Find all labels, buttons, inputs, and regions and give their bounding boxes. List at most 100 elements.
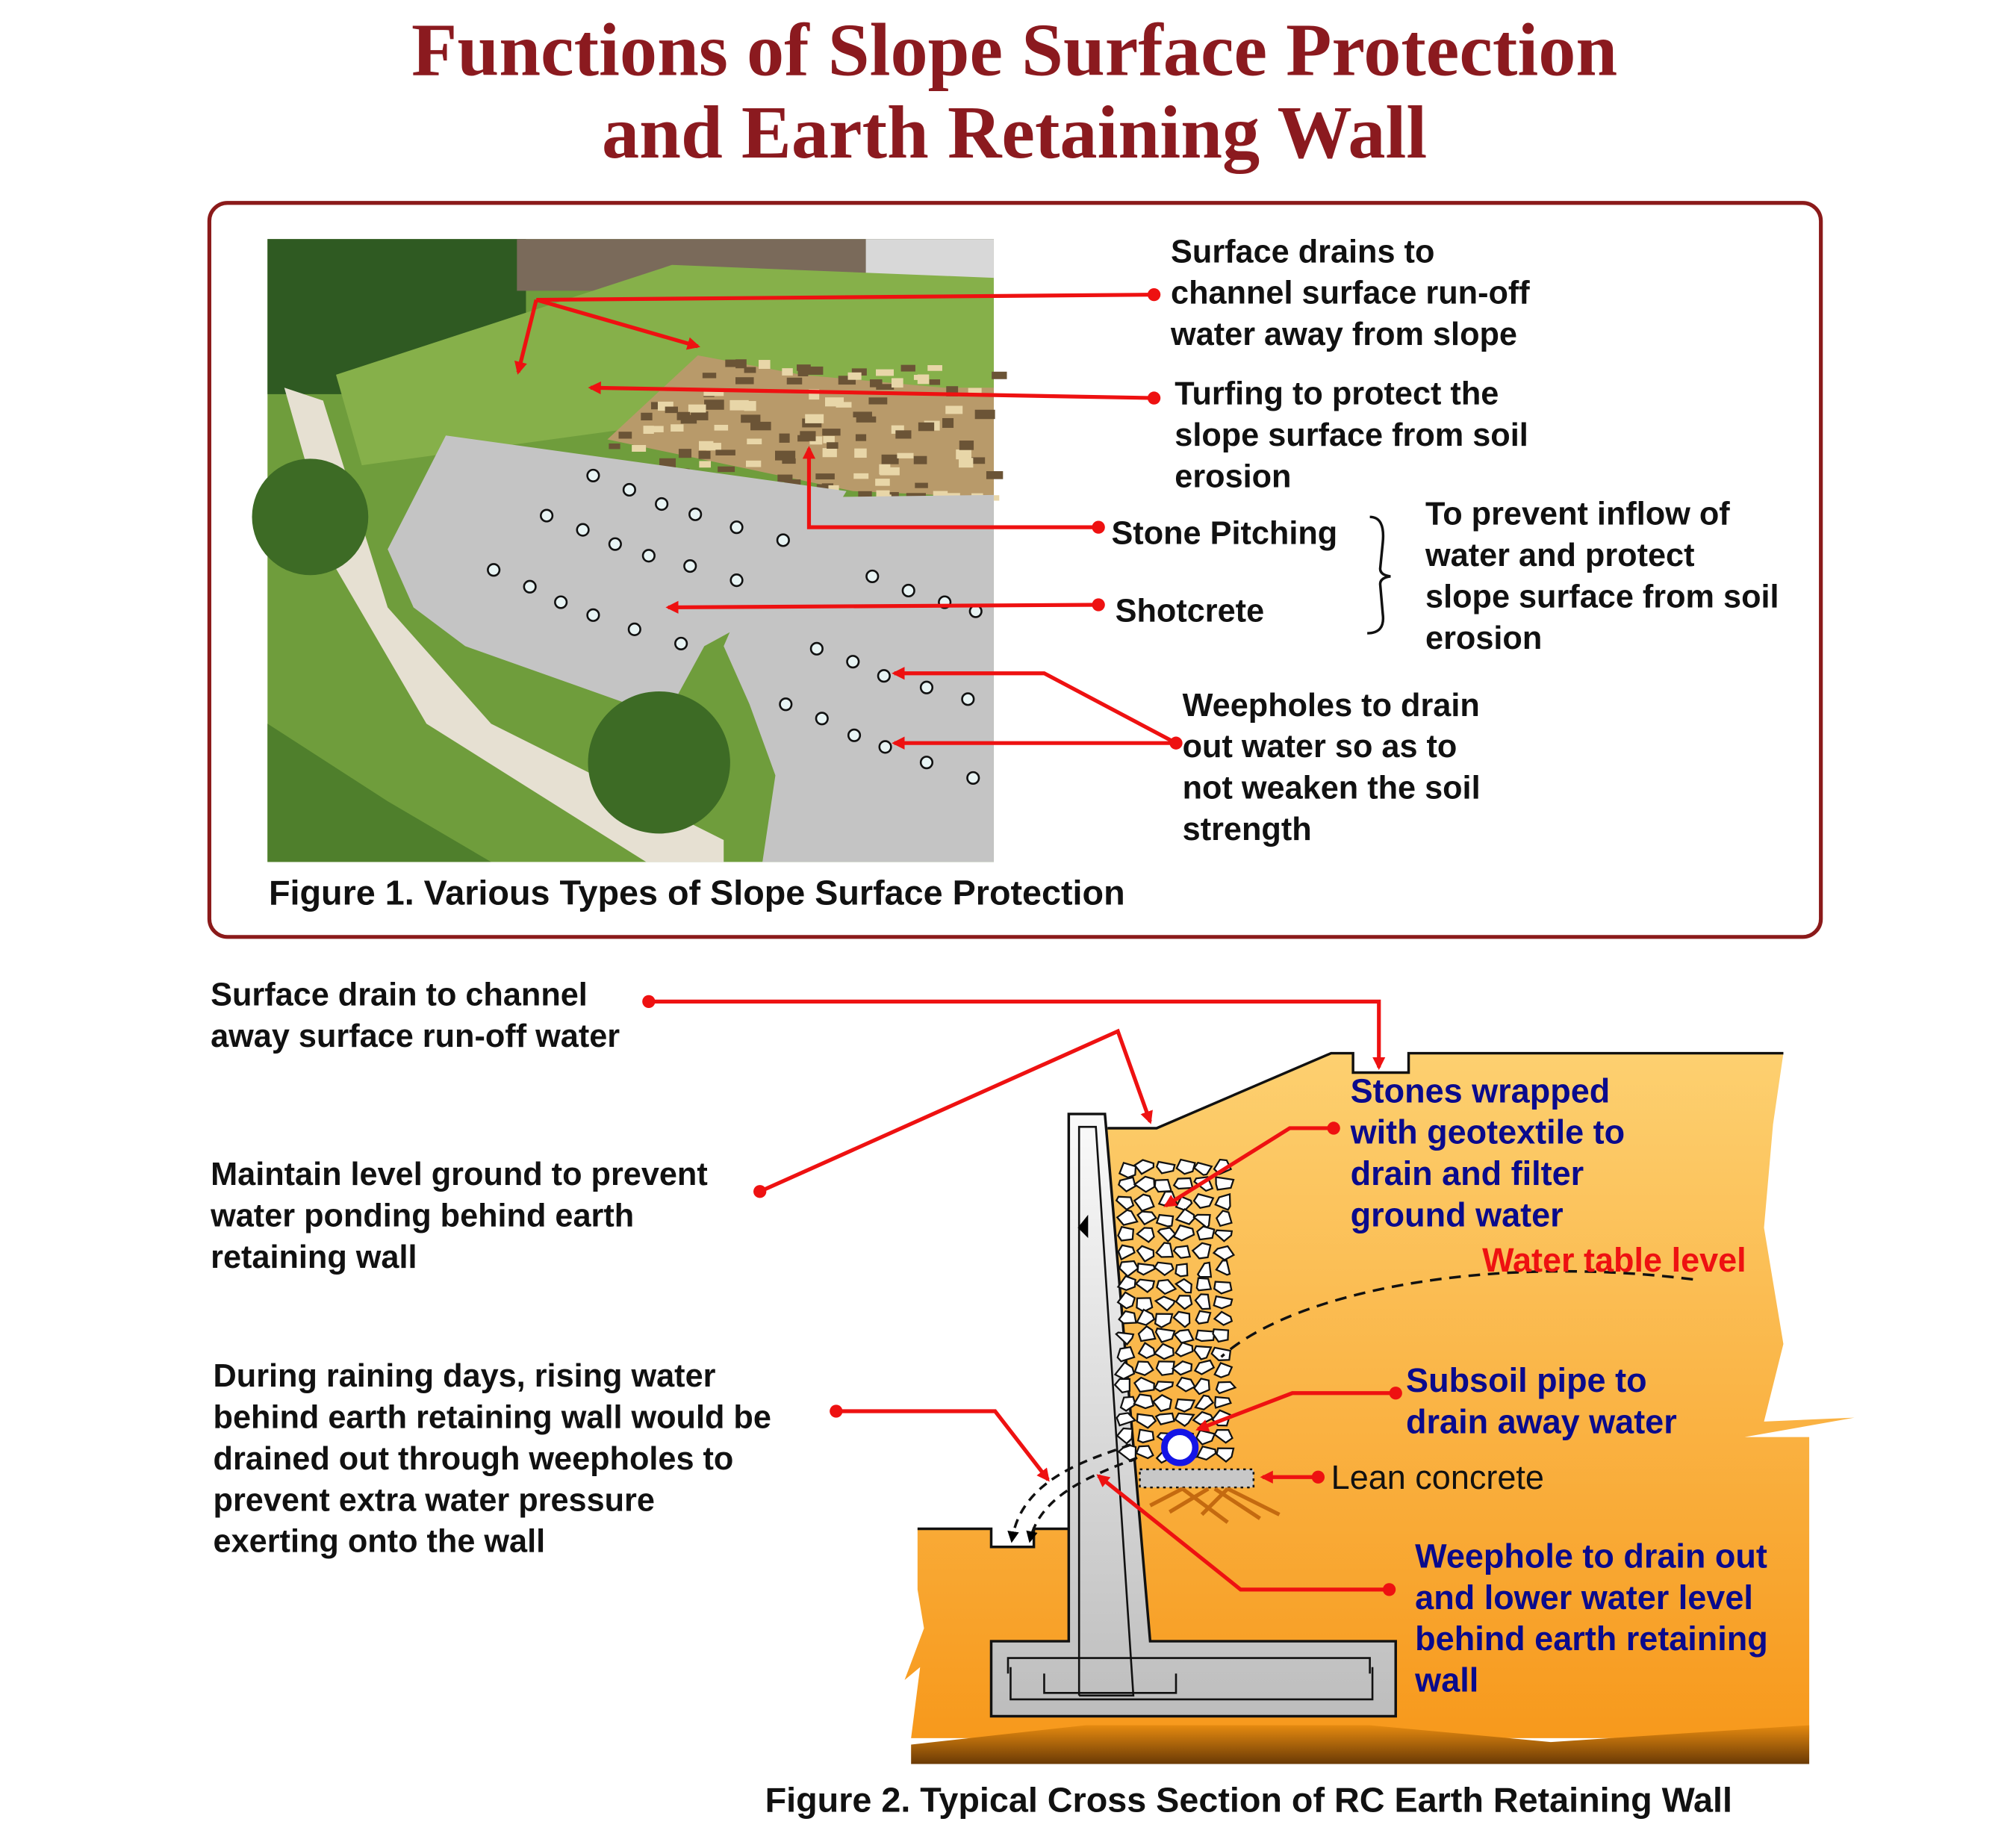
- surface-drains-label: Surface drains to channel surface run-of…: [1170, 234, 1530, 352]
- svg-text:and lower water level: and lower water level: [1415, 1578, 1753, 1617]
- stone-texture: [913, 455, 927, 464]
- svg-text:wall: wall: [1414, 1661, 1478, 1699]
- stone-texture: [855, 434, 867, 441]
- retaining-wall: [989, 1113, 1397, 1718]
- weephole-icon: [586, 608, 600, 622]
- stone-texture: [915, 482, 928, 488]
- weephole-icon: [641, 549, 656, 563]
- stone-texture: [688, 404, 706, 413]
- stone-texture: [815, 473, 835, 480]
- weephole-icon: [815, 712, 829, 726]
- stone: [1213, 1362, 1233, 1378]
- stone-texture: [822, 429, 841, 436]
- lean-concrete: [1139, 1468, 1255, 1489]
- cross-section: [904, 1051, 1855, 1764]
- stone: [1175, 1398, 1196, 1413]
- stone: [1155, 1360, 1175, 1376]
- stone: [1154, 1313, 1174, 1328]
- stone: [1153, 1261, 1175, 1277]
- stone: [1172, 1310, 1191, 1328]
- stone-texture: [891, 425, 904, 434]
- stone: [1213, 1295, 1233, 1310]
- stone: [1116, 1412, 1137, 1427]
- stone: [1175, 1263, 1189, 1278]
- stone: [1157, 1227, 1177, 1243]
- stone: [1175, 1207, 1195, 1225]
- stone-texture: [838, 376, 856, 385]
- water-table-label: Water table level: [1482, 1241, 1746, 1279]
- stone-texture: [895, 430, 912, 439]
- stone: [1115, 1195, 1135, 1211]
- svg-text:water away from slope: water away from slope: [1170, 317, 1517, 352]
- stone: [1195, 1445, 1217, 1461]
- stone: [1136, 1245, 1155, 1263]
- svg-text:erosion: erosion: [1425, 620, 1542, 656]
- stone-texture: [747, 438, 762, 445]
- stone: [1113, 1361, 1136, 1380]
- stone: [1196, 1261, 1213, 1278]
- stone: [1119, 1260, 1139, 1278]
- svg-text:with geotextile to: with geotextile to: [1350, 1113, 1625, 1151]
- stone-texture: [869, 379, 883, 388]
- stone-texture: [956, 449, 971, 460]
- stone-texture: [929, 379, 941, 385]
- soil-hatch: [1149, 1487, 1281, 1524]
- stone-texture: [854, 448, 867, 458]
- stone: [1212, 1328, 1230, 1343]
- stone: [1154, 1295, 1176, 1312]
- svg-text:prevent extra water pressure: prevent extra water pressure: [214, 1482, 655, 1518]
- weephole-icon: [523, 579, 537, 594]
- weephole-icon: [554, 595, 568, 609]
- stone-texture: [851, 368, 867, 376]
- svg-text:channel surface run-off: channel surface run-off: [1171, 276, 1530, 311]
- stone-texture: [703, 389, 724, 396]
- stone: [1213, 1310, 1233, 1326]
- stone-texture: [986, 471, 1004, 479]
- stone: [1156, 1278, 1177, 1295]
- shotcrete-panel-left: [388, 435, 847, 718]
- svg-text:ground water: ground water: [1351, 1195, 1564, 1233]
- stone: [1175, 1295, 1193, 1310]
- stone: [1154, 1327, 1176, 1343]
- weephole-icon: [487, 563, 501, 577]
- svg-text:erosion: erosion: [1175, 459, 1291, 495]
- stone-texture: [927, 365, 942, 371]
- stone-texture: [809, 436, 823, 445]
- svg-text:slope surface from soil: slope surface from soil: [1425, 579, 1779, 615]
- stone: [1213, 1428, 1233, 1444]
- weephole-icon: [674, 636, 688, 651]
- weephole-icon: [877, 669, 891, 683]
- weephole-icon: [622, 482, 636, 497]
- stone: [1115, 1331, 1135, 1346]
- shotcrete-label: Shotcrete: [1116, 593, 1264, 629]
- svg-text:not weaken the soil: not weaken the soil: [1183, 771, 1481, 806]
- svg-text:out water so as to: out water so as to: [1183, 729, 1457, 765]
- svg-text:Weepholes to drain: Weepholes to drain: [1183, 688, 1480, 724]
- figure1-callouts: [514, 287, 1391, 750]
- stone-texture: [900, 364, 915, 372]
- svg-text:away surface run-off water: away surface run-off water: [211, 1018, 620, 1054]
- stone: [1196, 1225, 1216, 1241]
- svg-text:behind earth retaining wall wo: behind earth retaining wall would be: [214, 1400, 771, 1436]
- stone: [1137, 1325, 1157, 1343]
- stone-texture: [618, 432, 632, 439]
- stone-texture: [858, 491, 872, 499]
- stone: [1133, 1376, 1155, 1393]
- stone-texture: [745, 460, 762, 467]
- weephole-label: Weephole to drain out and lower water le…: [1414, 1537, 1768, 1699]
- brace: [1367, 515, 1391, 635]
- stone-texture: [992, 371, 1007, 379]
- stone: [1136, 1210, 1158, 1226]
- stone: [1172, 1177, 1194, 1190]
- stone: [1210, 1346, 1232, 1361]
- stone-texture: [715, 449, 735, 455]
- weephole-icon: [655, 497, 669, 511]
- stone-texture: [828, 485, 839, 492]
- stone: [1117, 1244, 1136, 1261]
- svg-text:Subsoil pipe to: Subsoil pipe to: [1406, 1361, 1647, 1399]
- stone: [1215, 1381, 1237, 1395]
- stone-texture: [853, 411, 872, 417]
- stone: [1175, 1376, 1196, 1393]
- stone: [1214, 1192, 1231, 1211]
- svg-text:drained out through weepholes: drained out through weepholes to: [214, 1441, 734, 1477]
